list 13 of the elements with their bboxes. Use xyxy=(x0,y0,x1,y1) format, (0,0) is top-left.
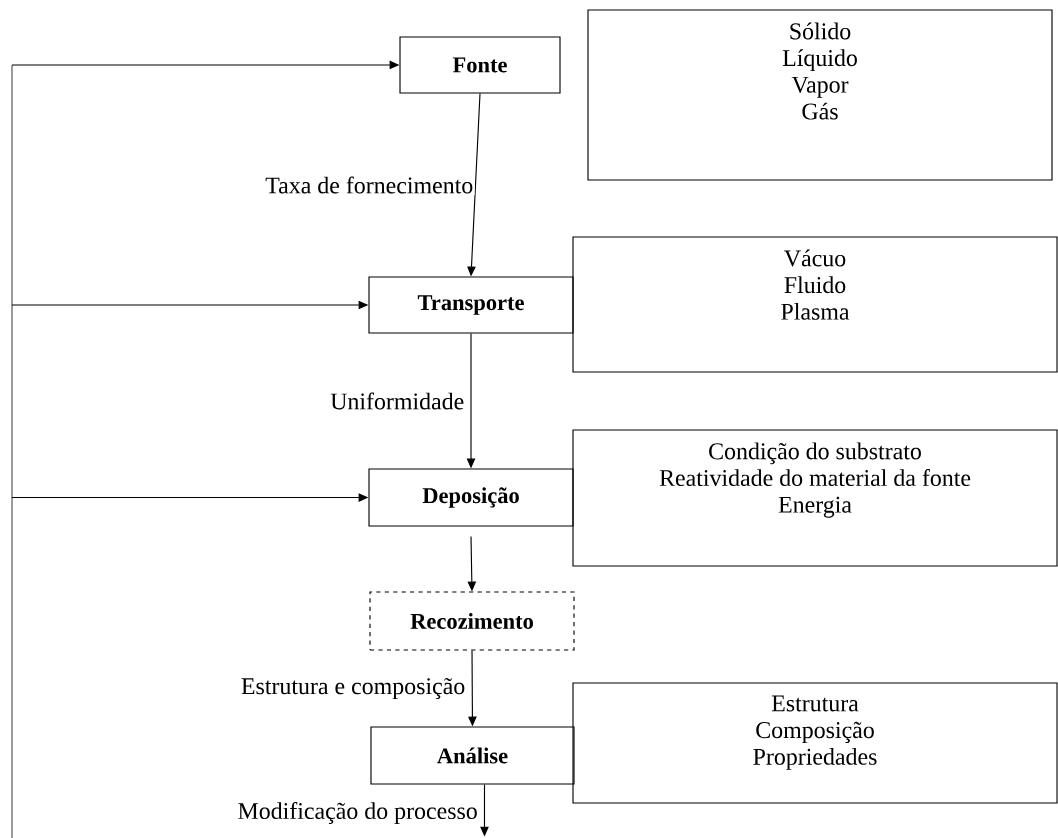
edge-label: Estrutura e composição xyxy=(239,676,467,701)
process-box: Fonte xyxy=(399,36,561,94)
edge-label: Uniformidade xyxy=(328,391,466,411)
property-box: Estrutura Composição Propriedades xyxy=(572,682,1058,804)
property-box: Condição do substrato Reatividade do material da fonte Energia xyxy=(572,429,1058,567)
edge-label: Taxa de fornecimento xyxy=(263,175,475,195)
process-box: Transporte xyxy=(368,276,574,334)
property-box: Vácuo Fluido Plasma xyxy=(572,236,1058,373)
property-box: Sólido Líquido Vapor Gás xyxy=(587,9,1053,181)
process-box: Recozimento xyxy=(369,591,575,651)
process-box: Análise xyxy=(370,726,575,785)
process-box: Deposição xyxy=(368,468,574,527)
edge-label: Modificação do processo xyxy=(236,800,480,826)
